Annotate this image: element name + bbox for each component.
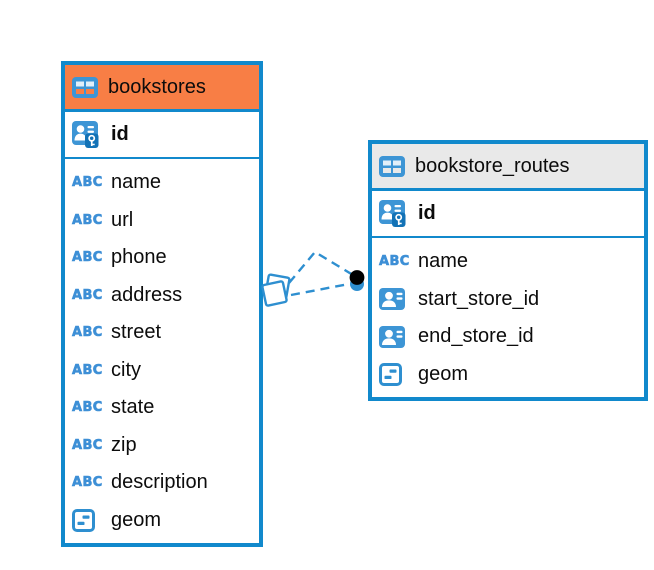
column-row-url[interactable]: ABC url	[65, 201, 259, 239]
text-type-icon: ABC	[72, 475, 103, 491]
column-row-zip[interactable]: ABC zip	[65, 426, 259, 464]
column-row-state[interactable]: ABC state	[65, 389, 259, 427]
primary-key-icon	[72, 121, 102, 148]
table-icon	[72, 76, 98, 98]
column-name-label: city	[111, 358, 141, 381]
text-type-icon: ABC	[379, 254, 410, 270]
text-type-icon: ABC	[72, 212, 103, 228]
reference-icon	[379, 288, 409, 311]
table-header-bookstore-routes[interactable]: bookstore_routes	[372, 144, 644, 191]
text-type-icon: ABC	[72, 287, 103, 303]
column-name-label: url	[111, 208, 134, 231]
table-title: bookstores	[108, 75, 206, 98]
text-type-icon: ABC	[72, 325, 103, 341]
column-name-label: id	[418, 202, 436, 224]
table-header-bookstores[interactable]: bookstores	[65, 65, 259, 112]
column-name-label: geom	[111, 508, 162, 531]
column-row-address[interactable]: ABC address	[65, 276, 259, 314]
column-name-label: zip	[111, 433, 137, 456]
column-row-id[interactable]: id	[372, 191, 644, 238]
geometry-type-icon	[72, 508, 102, 532]
reference-icon	[379, 325, 409, 348]
text-type-icon: ABC	[72, 400, 103, 416]
column-row-end_store_id[interactable]: end_store_id	[372, 318, 644, 356]
column-row-street[interactable]: ABC street	[65, 314, 259, 352]
column-row-geom[interactable]: geom	[372, 355, 644, 393]
column-name-label: phone	[111, 246, 167, 269]
column-row-name[interactable]: ABC name	[372, 243, 644, 281]
text-type-icon: ABC	[72, 362, 103, 378]
column-name-label: end_store_id	[418, 325, 534, 348]
column-name-label: name	[418, 250, 469, 273]
relationship-cardinality-squares-icon	[261, 273, 291, 307]
column-name-label: street	[111, 321, 162, 344]
text-type-icon: ABC	[72, 175, 103, 191]
column-row-description[interactable]: ABC description	[65, 464, 259, 502]
column-name-label: geom	[418, 362, 469, 385]
column-name-label: description	[111, 471, 208, 494]
relationship-endpoint-dot-icon	[349, 270, 365, 291]
table-title: bookstore_routes	[415, 154, 570, 177]
table-icon	[379, 155, 405, 177]
column-name-label: name	[111, 171, 162, 194]
column-row-id[interactable]: id	[65, 112, 259, 159]
column-row-start_store_id[interactable]: start_store_id	[372, 280, 644, 318]
text-type-icon: ABC	[72, 250, 103, 266]
column-row-city[interactable]: ABC city	[65, 351, 259, 389]
column-name-label: start_store_id	[418, 287, 540, 310]
column-row-name[interactable]: ABC name	[65, 164, 259, 202]
text-type-icon: ABC	[72, 437, 103, 453]
geometry-type-icon	[379, 362, 409, 386]
primary-key-icon	[379, 200, 409, 227]
column-name-label: state	[111, 396, 155, 419]
column-row-geom[interactable]: geom	[65, 501, 259, 539]
column-name-label: id	[111, 123, 129, 145]
column-row-phone[interactable]: ABC phone	[65, 239, 259, 277]
column-name-label: address	[111, 283, 183, 306]
